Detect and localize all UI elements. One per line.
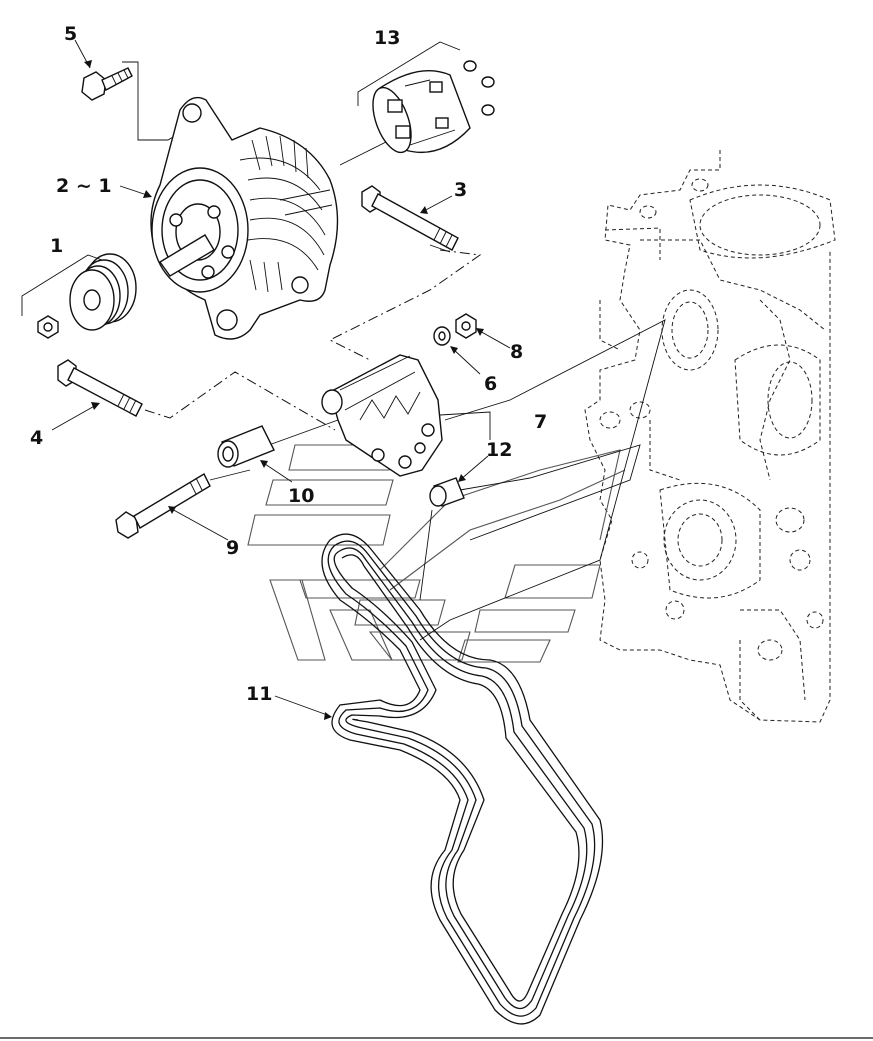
washer-part-6 <box>433 326 451 346</box>
callout-4: 4 <box>30 427 43 449</box>
bolt-part-5 <box>81 67 133 101</box>
belt-part-11 <box>321 533 604 1025</box>
callout-3: 3 <box>454 179 467 201</box>
bolt-part-3 <box>361 185 459 251</box>
watermark-logo <box>247 444 626 663</box>
alignment-lines <box>122 61 666 641</box>
callout-6: 6 <box>484 373 497 395</box>
alternator-part-2 <box>150 96 339 340</box>
callout-labels: 5 13 2 ~ 1 3 1 8 6 4 7 12 10 9 11 <box>30 23 547 705</box>
callout-7: 7 <box>534 411 547 433</box>
bolt-part-4 <box>57 359 143 417</box>
spacer-part-12 <box>429 477 465 507</box>
callout-13: 13 <box>374 27 400 49</box>
bolt-part-9 <box>115 473 211 539</box>
callout-5: 5 <box>64 23 77 45</box>
callout-1: 1 <box>50 235 63 257</box>
callout-10: 10 <box>288 485 314 507</box>
spacer-part-10 <box>217 425 275 468</box>
callout-11: 11 <box>246 683 272 705</box>
engine-block-outline <box>584 150 836 723</box>
bracket-part-7 <box>321 354 491 477</box>
callout-leaders <box>51 39 511 720</box>
pulley-part-1 <box>21 253 137 339</box>
callout-8: 8 <box>510 341 523 363</box>
callout-2: 2 ~ 1 <box>56 175 112 197</box>
callout-12: 12 <box>486 439 512 461</box>
cover-part-13 <box>357 41 495 154</box>
nut-part-8 <box>455 313 477 339</box>
callout-9: 9 <box>226 537 239 559</box>
